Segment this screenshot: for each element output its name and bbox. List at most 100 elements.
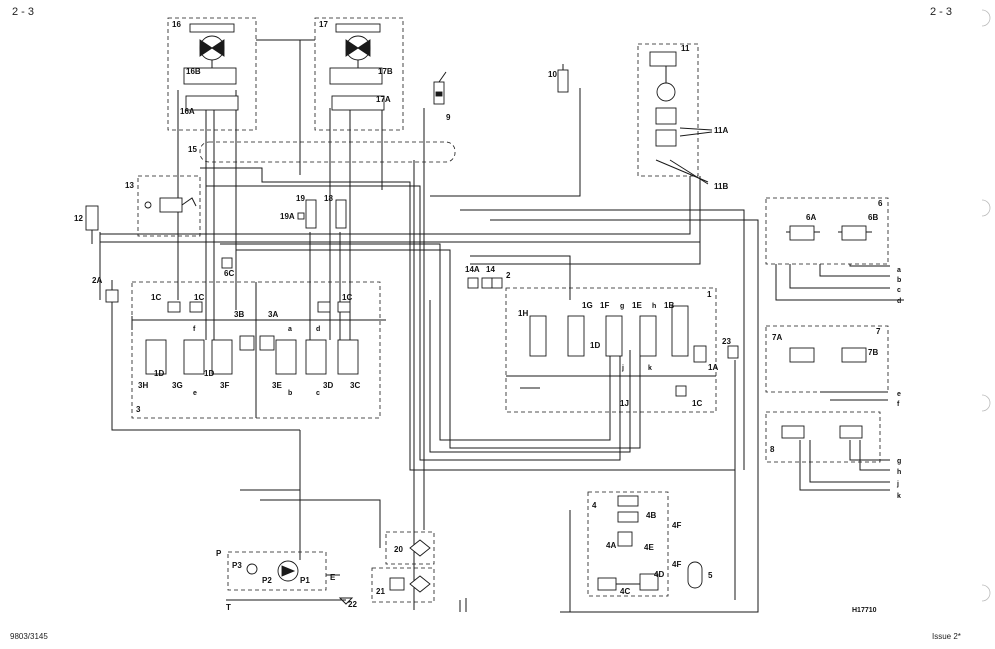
label-18: 18 xyxy=(324,194,333,203)
component-12-lever xyxy=(85,205,99,244)
label-j: j xyxy=(621,365,624,372)
label-4B: 4B xyxy=(646,511,656,520)
label-7A: 7A xyxy=(772,333,782,342)
component-11-pump-unit xyxy=(649,51,713,185)
label-3: 3 xyxy=(136,405,141,414)
component-8-valves xyxy=(781,425,863,439)
label-10: 10 xyxy=(548,70,557,79)
label-20: 20 xyxy=(394,545,403,554)
label-P3: P3 xyxy=(232,561,242,570)
port-h: h xyxy=(897,469,901,476)
label-1E: 1E xyxy=(632,301,642,310)
port-f: f xyxy=(897,401,900,408)
binder-holes xyxy=(981,9,991,602)
label-1F: 1F xyxy=(600,301,609,310)
component-9-lever xyxy=(433,71,447,105)
label-4E: 4E xyxy=(644,543,654,552)
label-1B: 1B xyxy=(664,301,674,310)
label-3C: 3C xyxy=(350,381,360,390)
label-6C: 6C xyxy=(224,269,234,278)
label-6B: 6B xyxy=(868,213,878,222)
label-13: 13 xyxy=(125,181,134,190)
label-6A: 6A xyxy=(806,213,816,222)
component-5-accumulator xyxy=(687,561,703,589)
label-11A: 11A xyxy=(714,126,728,135)
label-c: c xyxy=(316,390,320,397)
label-21: 21 xyxy=(376,587,385,596)
component-19-lever xyxy=(297,199,317,229)
label-11B: 11B xyxy=(714,182,728,191)
label-19: 19 xyxy=(296,194,305,203)
component-6-valves xyxy=(786,225,872,241)
label-4: 4 xyxy=(592,501,597,510)
label-3H: 3H xyxy=(138,381,148,390)
label-1D-right: 1D xyxy=(590,341,600,350)
label-1D-b: 1D xyxy=(204,369,214,378)
label-1: 1 xyxy=(707,290,712,299)
boundary-16 xyxy=(167,17,257,131)
label-16A: 16A xyxy=(180,107,195,116)
boundary-1 xyxy=(505,287,717,413)
component-10-lever xyxy=(557,64,569,93)
label-14: 14 xyxy=(486,265,495,274)
label-4F-a: 4F xyxy=(672,521,681,530)
label-1C-c: 1C xyxy=(342,293,352,302)
label-11: 11 xyxy=(681,44,690,53)
boundary-4 xyxy=(587,491,669,597)
boundary-15 xyxy=(199,141,456,163)
label-7B: 7B xyxy=(868,348,878,357)
label-7: 7 xyxy=(876,327,881,336)
component-pump xyxy=(246,560,354,605)
label-4F-b: 4F xyxy=(672,560,681,569)
label-4A: 4A xyxy=(606,541,616,550)
label-17A: 17A xyxy=(376,95,391,104)
label-f: f xyxy=(193,326,196,333)
hydraulic-lines xyxy=(99,39,904,613)
component-18-lever xyxy=(335,199,347,229)
label-d: d xyxy=(316,326,320,333)
document-number: 9803/3145 xyxy=(10,632,48,641)
label-22: 22 xyxy=(348,600,357,609)
label-1C-a: 1C xyxy=(151,293,161,302)
label-1C-right: 1C xyxy=(692,399,702,408)
label-1J: 1J xyxy=(620,399,629,408)
label-1G: 1G xyxy=(582,301,593,310)
label-P2: P2 xyxy=(262,576,272,585)
port-j: j xyxy=(896,481,899,488)
label-b: b xyxy=(288,390,292,397)
label-17: 17 xyxy=(319,20,328,29)
component-17-drive-unit xyxy=(329,23,385,111)
label-k: k xyxy=(648,365,652,372)
component-13-valve xyxy=(144,197,197,213)
label-3B: 3B xyxy=(234,310,244,319)
port-k: k xyxy=(897,493,901,500)
label-19A: 19A xyxy=(280,212,295,221)
port-a: a xyxy=(897,267,901,274)
figure-reference: H17710 xyxy=(852,607,877,614)
component-7-valves xyxy=(789,347,867,363)
label-5: 5 xyxy=(708,571,713,580)
label-8: 8 xyxy=(770,445,775,454)
label-P1: P1 xyxy=(300,576,310,585)
port-g: g xyxy=(897,458,901,465)
page-number-top-left: 2 - 3 xyxy=(12,6,35,18)
component-21-filter xyxy=(389,575,431,593)
label-E: E xyxy=(330,573,336,582)
boundary-7 xyxy=(765,325,889,393)
boundary-17 xyxy=(314,17,404,131)
issue-label: Issue 2* xyxy=(932,632,961,641)
label-e: e xyxy=(193,390,197,397)
label-h: h xyxy=(652,303,656,310)
component-16-drive-unit xyxy=(183,23,239,111)
page-number-top-right: 2 - 3 xyxy=(930,6,953,18)
label-9: 9 xyxy=(446,113,451,122)
label-3E: 3E xyxy=(272,381,282,390)
label-2A: 2A xyxy=(92,276,102,285)
component-labels: 16 16B 16A 17 17B 17A 15 9 10 11 11A 11B… xyxy=(74,20,901,614)
label-1H: 1H xyxy=(518,309,528,318)
port-d: d xyxy=(897,298,901,305)
label-3A: 3A xyxy=(268,310,278,319)
label-1A: 1A xyxy=(708,363,718,372)
label-P: P xyxy=(216,549,222,558)
